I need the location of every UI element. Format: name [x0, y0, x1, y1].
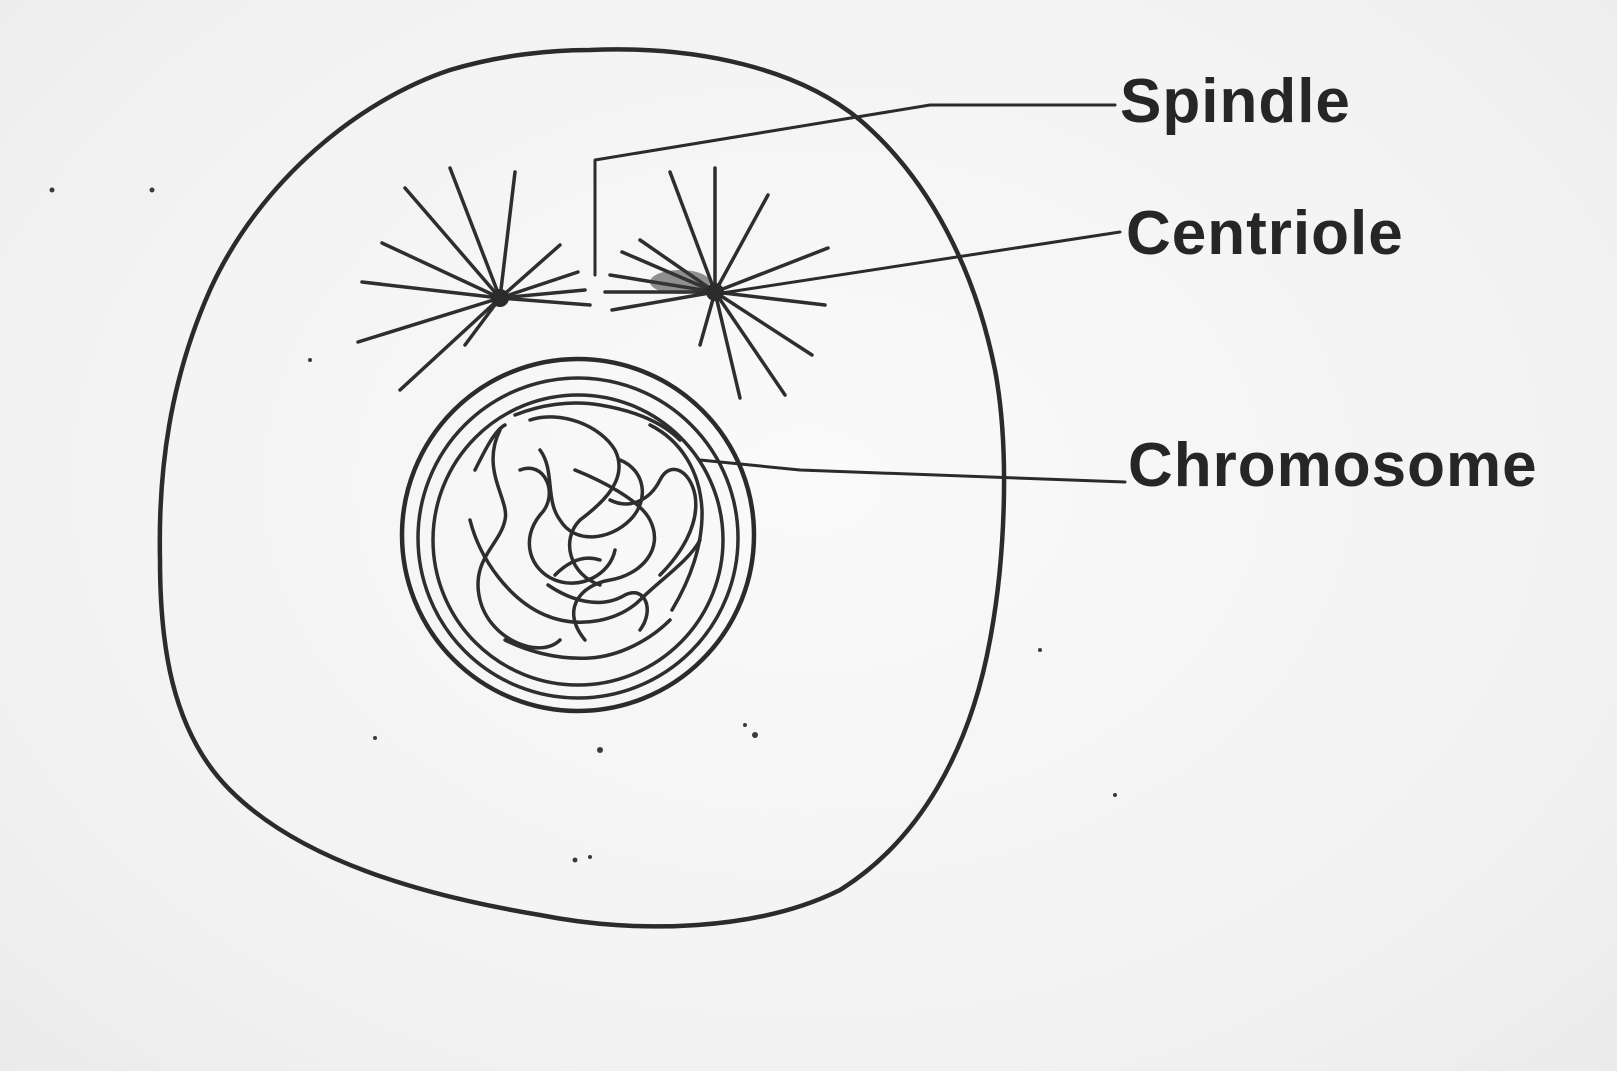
nuclear-envelope-outer	[399, 356, 757, 714]
cell-membrane	[157, 47, 1007, 929]
label-chromosome: Chromosome	[1128, 431, 1538, 500]
centriole-left	[491, 289, 509, 307]
centriole-right	[706, 283, 724, 301]
aster-left	[356, 166, 592, 392]
nuclear-envelope-middle	[416, 376, 740, 700]
leader-spindle	[593, 103, 1117, 277]
label-centriole: Centriole	[1126, 199, 1404, 268]
label-spindle: Spindle	[1120, 67, 1351, 136]
leader-centriole	[720, 230, 1122, 295]
centriole-right-dense	[650, 270, 710, 294]
leader-chromosome	[698, 458, 1127, 484]
nuclear-envelope-inner	[431, 393, 725, 687]
paper-specks	[49, 187, 1117, 863]
chromosomes	[468, 401, 704, 661]
